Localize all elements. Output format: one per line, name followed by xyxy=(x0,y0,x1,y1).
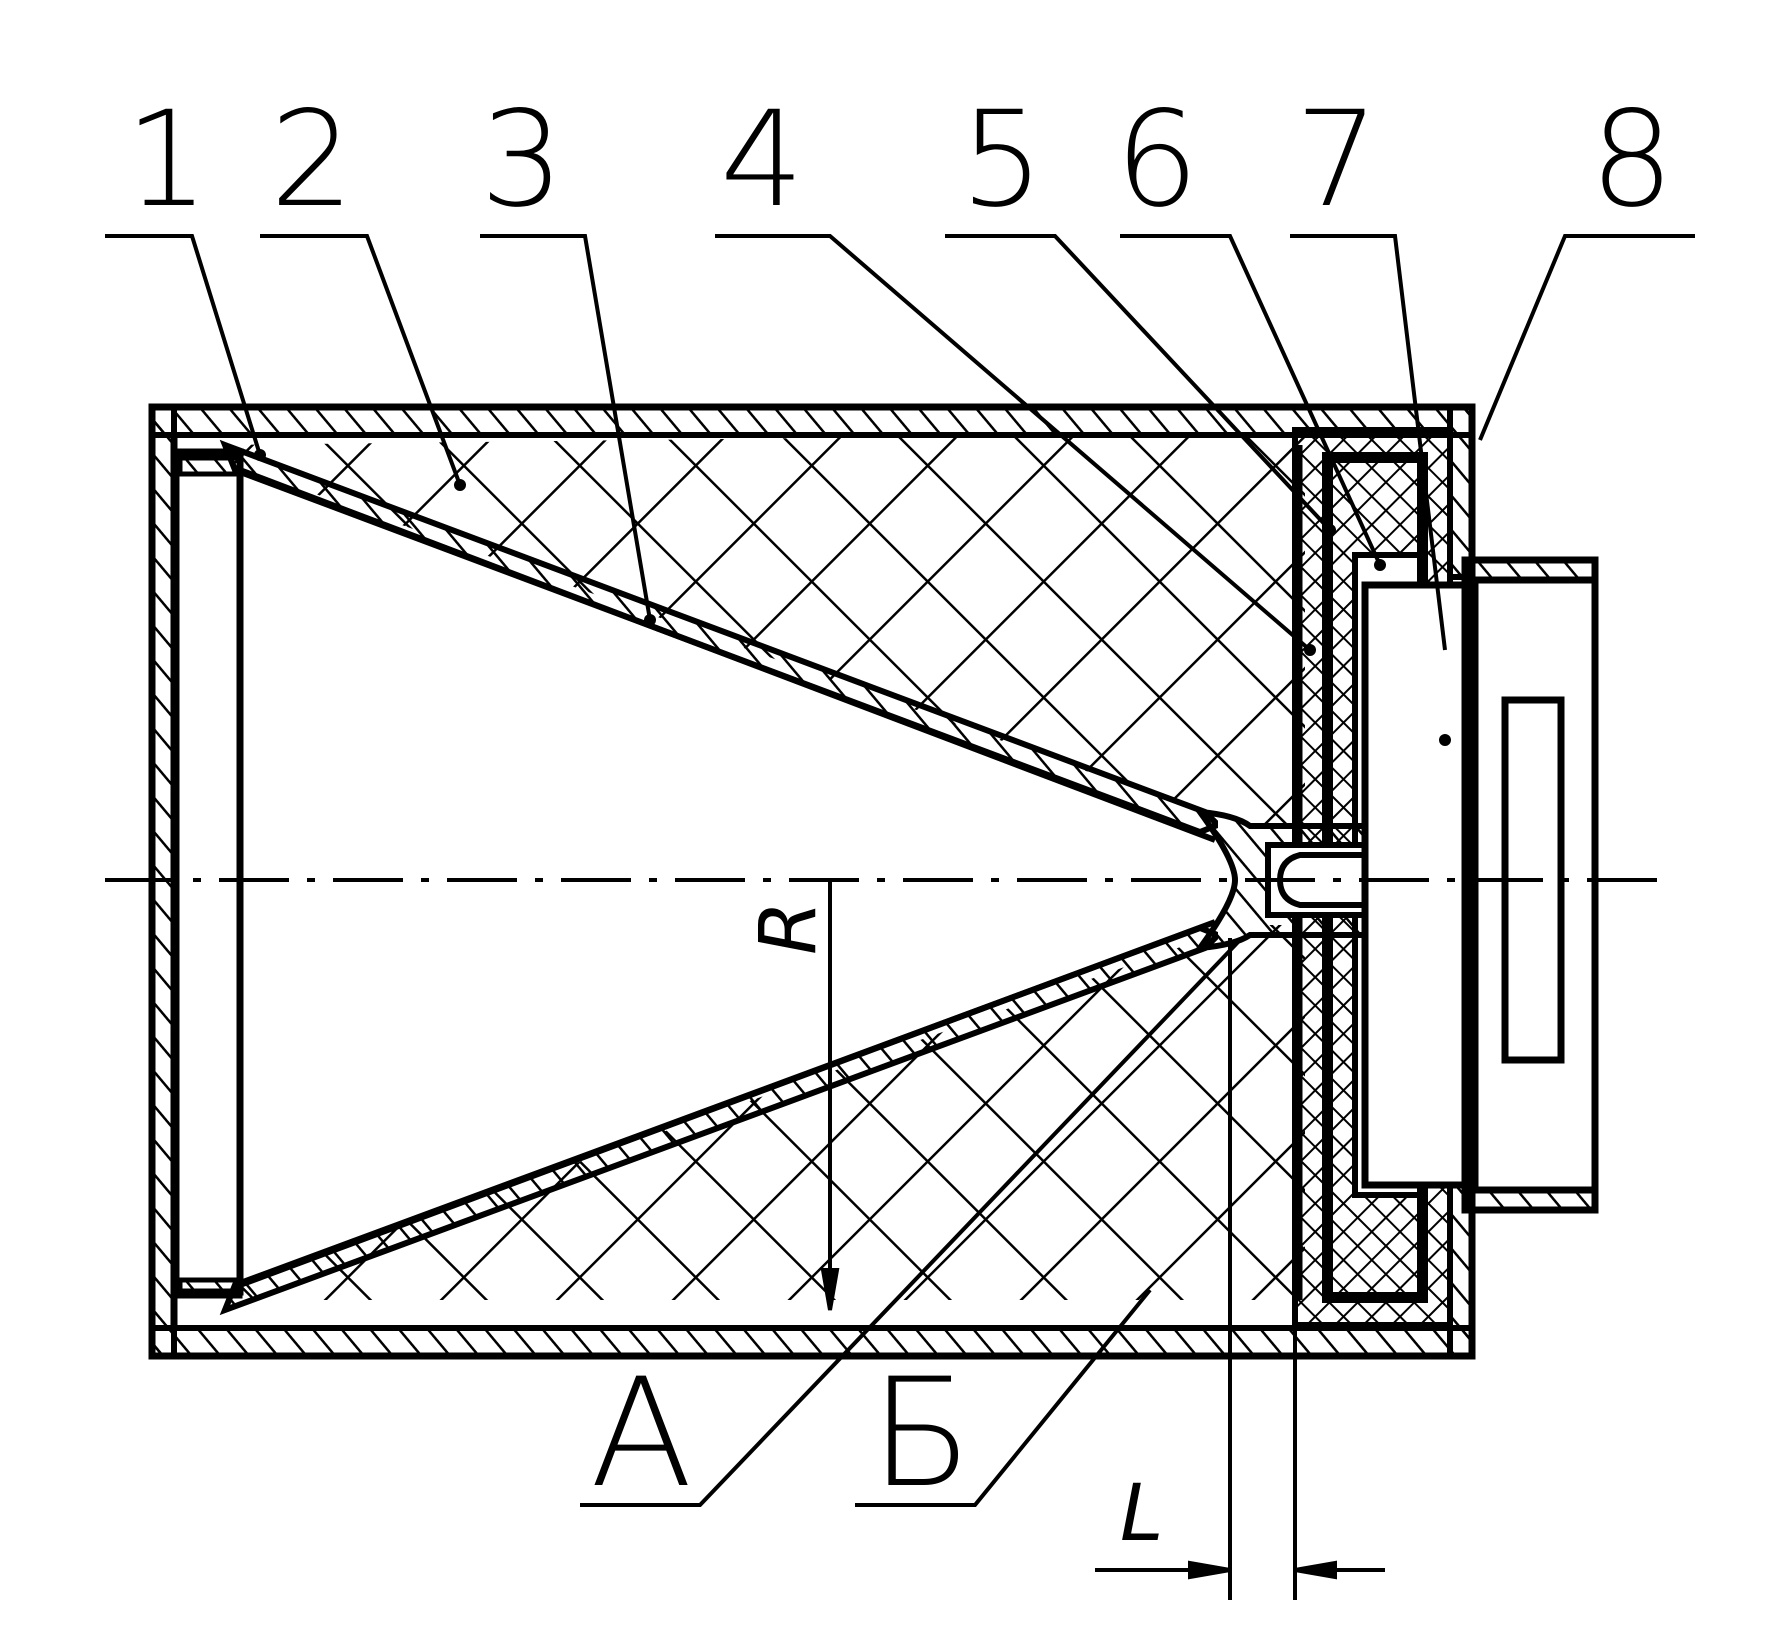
callout-numbers: 1 2 3 4 5 6 7 8 xyxy=(125,83,1674,237)
radius-label: R xyxy=(744,901,834,955)
radius-dimension xyxy=(820,880,840,1311)
callout-2: 2 xyxy=(270,83,354,237)
section-label-a: А xyxy=(590,1347,693,1521)
length-dimension xyxy=(1095,938,1385,1600)
callout-3: 3 xyxy=(480,83,564,237)
leader-dots xyxy=(254,449,1451,746)
leader-lines xyxy=(105,234,1695,1507)
callout-4: 4 xyxy=(720,83,804,237)
section-label-b: Б xyxy=(870,1347,973,1521)
callout-7: 7 xyxy=(1295,83,1379,237)
callout-5: 5 xyxy=(960,83,1044,237)
length-label: L xyxy=(1120,1469,1163,1559)
callout-6: 6 xyxy=(1115,83,1199,237)
connector-socket xyxy=(1361,556,1599,1214)
callout-1: 1 xyxy=(125,83,209,237)
callout-8: 8 xyxy=(1590,83,1674,237)
filler-region xyxy=(225,432,1305,1300)
